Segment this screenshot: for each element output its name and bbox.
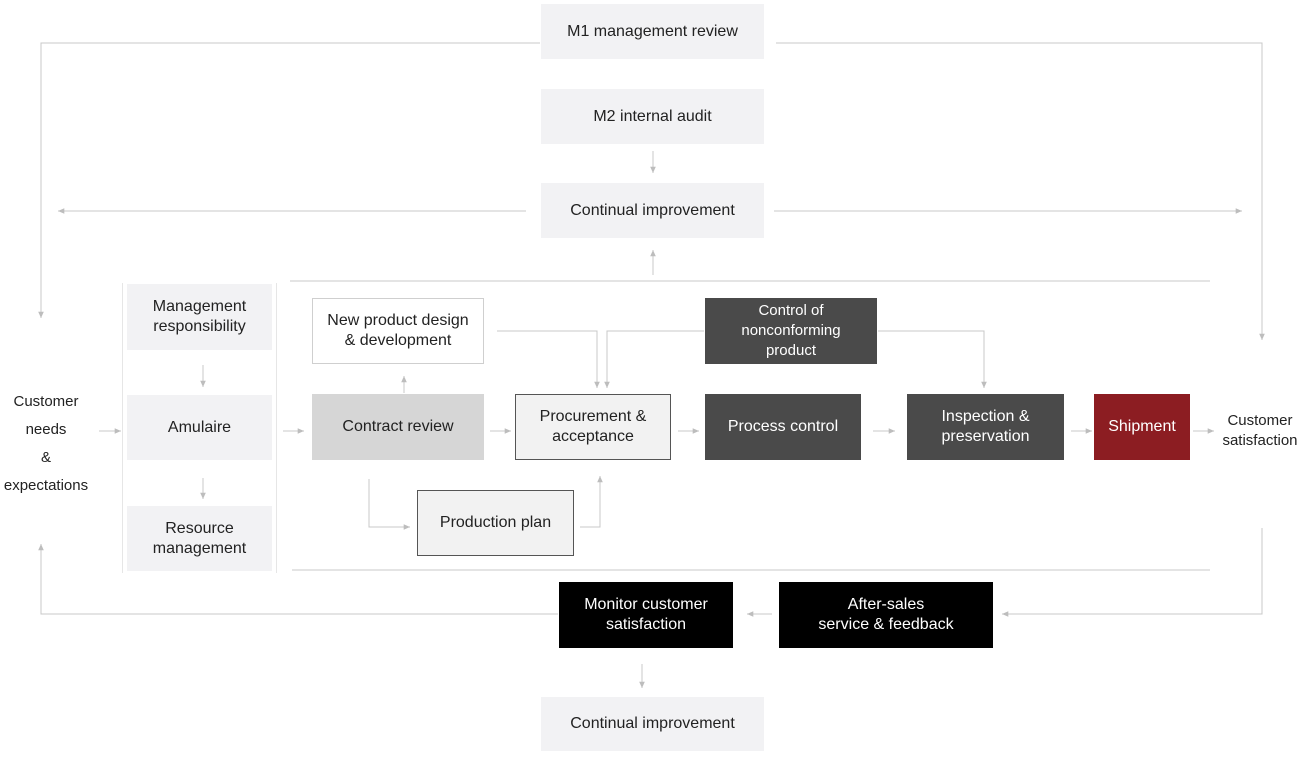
customer-needs-label: Customer needs & expectations (3, 393, 89, 494)
nonconforming-to-procurement-line (604, 330, 704, 388)
m1-right-loop (776, 42, 1265, 340)
resource-management-box: Resource management (127, 506, 272, 571)
new-product-design-box: New product design & development (312, 298, 484, 364)
contract-to-production-line (368, 479, 410, 530)
process-control-box: Process control (705, 394, 861, 460)
procurement-acceptance-box: Procurement & acceptance (515, 394, 671, 460)
nonconforming-product-box: Control of nonconforming product (705, 298, 877, 364)
amulaire-box: Amulaire (127, 395, 272, 460)
m2-internal-audit-box: M2 internal audit (541, 89, 764, 144)
inspection-preservation-box: Inspection & preservation (907, 394, 1064, 460)
nonconforming-to-inspection-line (878, 330, 987, 388)
continual-improvement-top-box: Continual improvement (541, 183, 764, 238)
m1-left-loop (38, 42, 540, 318)
production-to-procurement-line (580, 476, 603, 528)
shipment-box: Shipment (1094, 394, 1190, 460)
after-sales-box: After-sales service & feedback (779, 582, 993, 648)
continual-improvement-bottom-box: Continual improvement (541, 697, 764, 751)
monitor-satisfaction-box: Monitor customer satisfaction (559, 582, 733, 648)
customer-satisfaction-label: Customer satisfaction (1222, 412, 1298, 449)
sidebar-frame (122, 283, 277, 573)
m1-management-review-box: M1 management review (541, 4, 764, 59)
management-responsibility-box: Management responsibility (127, 284, 272, 350)
design-to-procurement-line (497, 330, 600, 388)
contract-review-box: Contract review (312, 394, 484, 460)
satisfaction-to-aftersales-line (1002, 528, 1263, 617)
production-plan-box: Production plan (417, 490, 574, 556)
